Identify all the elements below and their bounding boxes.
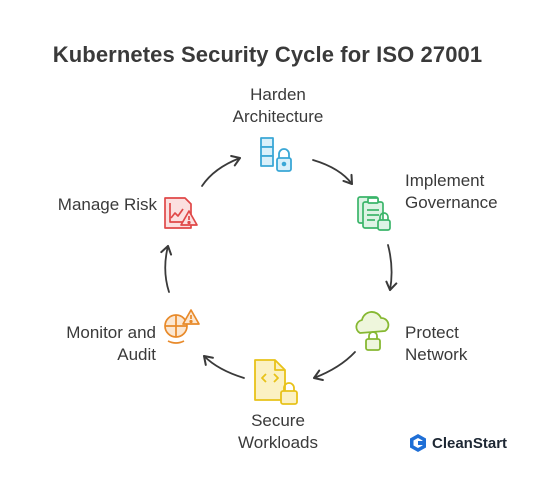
chart-warning-icon xyxy=(164,197,198,229)
cloud-lock-icon xyxy=(355,311,390,351)
arrow-governance-to-network xyxy=(385,244,398,292)
arrow-risk-to-harden xyxy=(201,155,242,187)
step-label-line: Manage Risk xyxy=(57,195,157,214)
step-label-line: Workloads xyxy=(238,433,318,452)
monitor-warning-icon xyxy=(164,309,200,344)
step-label-protect-network: Protect Network xyxy=(405,322,525,366)
cycle-arrows xyxy=(160,155,398,381)
diagram-title: Kubernetes Security Cycle for ISO 27001 xyxy=(52,42,483,67)
step-label-line: Harden xyxy=(250,85,306,104)
server-lock-icon xyxy=(260,137,292,172)
step-label-line: Architecture xyxy=(232,107,324,126)
step-label-secure-workloads: Secure Workloads xyxy=(208,410,348,454)
step-label-line: Governance xyxy=(405,193,498,212)
step-label-line: Secure xyxy=(251,411,305,430)
step-label-line: Audit xyxy=(117,345,156,364)
step-label-line: Implement xyxy=(405,171,485,190)
step-label-line: Monitor and xyxy=(66,323,156,342)
clipboard-lock-icon xyxy=(357,196,391,231)
cleanstart-logo-icon xyxy=(410,434,426,452)
arrow-monitor-to-risk xyxy=(160,244,173,293)
step-label-monitor-and-audit: Monitor and Audit xyxy=(20,322,156,366)
step-label-implement-governance: Implement Governance xyxy=(405,170,535,214)
step-label-manage-risk: Manage Risk xyxy=(14,194,157,216)
brand-logo: CleanStart xyxy=(409,433,507,453)
arrow-harden-to-governance xyxy=(312,159,354,186)
arrow-network-to-workloads xyxy=(312,351,356,381)
code-file-lock-icon xyxy=(254,359,298,405)
step-label-line: Network xyxy=(405,345,468,364)
brand-name: CleanStart xyxy=(432,434,508,452)
arrow-workloads-to-monitor xyxy=(202,354,245,379)
step-label-line: Protect xyxy=(405,323,459,342)
step-label-harden-architecture: Harden Architecture xyxy=(203,84,353,128)
